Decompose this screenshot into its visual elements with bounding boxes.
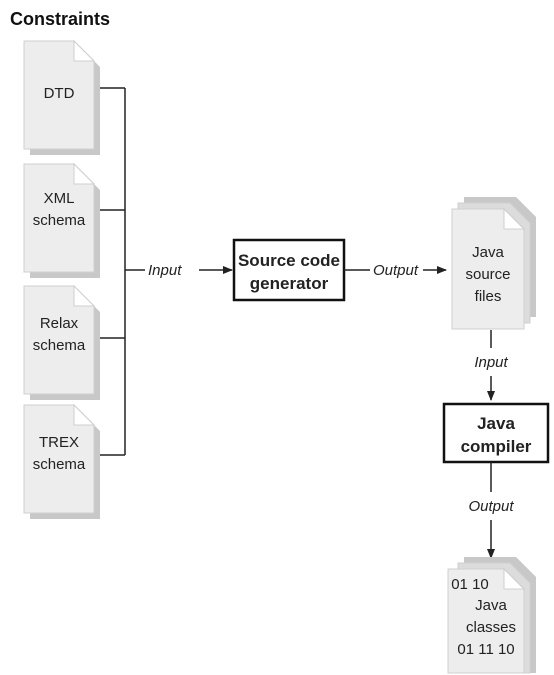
source-code-generator-box: Source code generator [232, 238, 346, 302]
constraints-title: Constraints [10, 9, 110, 29]
java-source-label-3: files [475, 288, 502, 305]
input-doc-relax-label-2: schema [33, 337, 86, 354]
java-source-label-1: Java [472, 244, 504, 261]
generator-label-2: generator [250, 274, 329, 293]
java-source-label-2: source [465, 266, 510, 283]
input-doc-xml-schema: XML schema [23, 162, 100, 278]
compiler-label-2: compiler [461, 437, 532, 456]
input-doc-relax-schema: Relax schema [23, 284, 100, 400]
input-doc-relax-label-1: Relax [40, 315, 79, 332]
java-classes-label-2: classes [466, 619, 516, 636]
java-classes-binary-1: 01 10 [451, 576, 489, 593]
java-compiler-box: Java compiler [442, 402, 550, 464]
java-classes-stack: 01 10 Java classes 01 11 10 [447, 557, 536, 674]
generator-label-1: Source code [238, 251, 340, 270]
java-classes-binary-2: 01 11 10 [457, 641, 514, 658]
input-doc-xml-label-2: schema [33, 212, 86, 229]
input-doc-dtd: DTD [23, 39, 100, 155]
input-doc-dtd-label: DTD [44, 85, 75, 102]
java-classes-label-1: Java [475, 597, 507, 614]
edge-label-input-2: Input [474, 354, 508, 371]
input-doc-trex-label-1: TREX [39, 434, 79, 451]
input-doc-trex-label-2: schema [33, 456, 86, 473]
java-source-files-stack: Java source files [451, 197, 536, 330]
edge-label-output-2: Output [468, 498, 514, 515]
input-bracket-connector [100, 87, 145, 456]
input-doc-xml-label-1: XML [44, 190, 75, 207]
edge-label-output-1: Output [373, 262, 419, 279]
input-doc-trex-schema: TREX schema [23, 403, 100, 519]
edge-label-input-1: Input [148, 262, 182, 279]
compiler-label-1: Java [477, 414, 515, 433]
